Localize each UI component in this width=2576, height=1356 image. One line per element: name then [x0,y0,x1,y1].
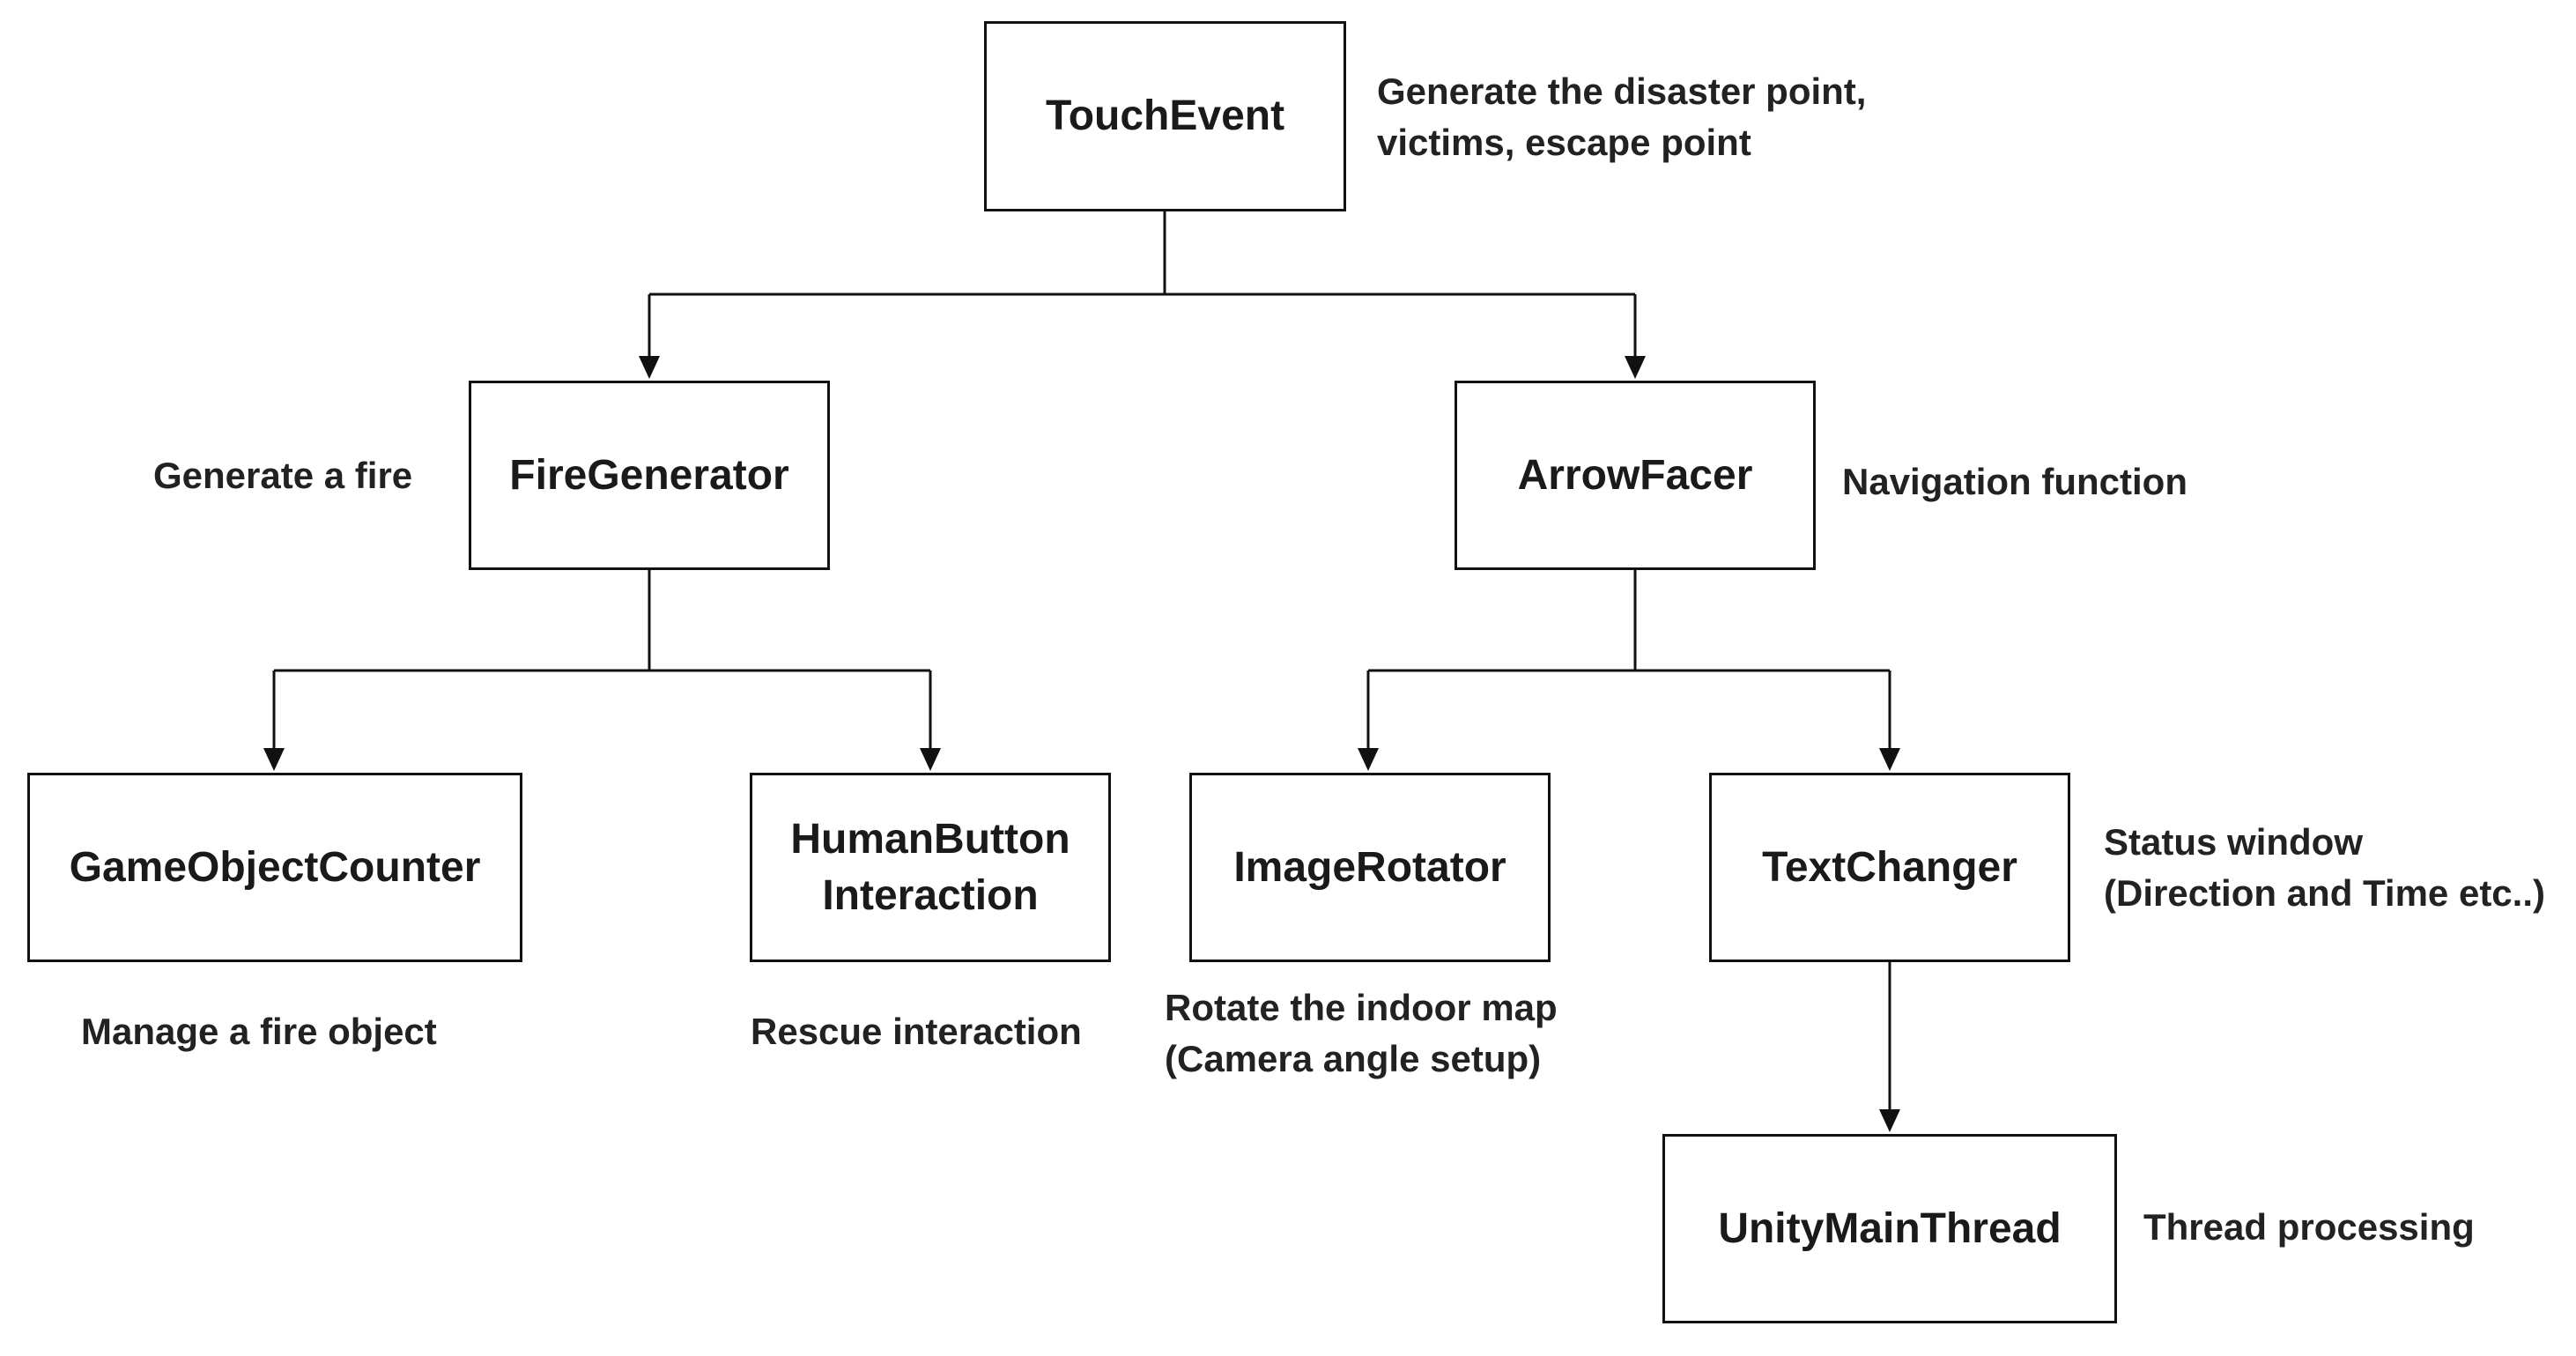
edge-touchevent-to-children [648,211,1637,357]
edge-arrowfacer-to-children [1366,570,1891,749]
node-label: HumanButton Interaction [790,811,1070,924]
note-arrow-facer: Navigation function [1842,456,2187,508]
note-image-rotator: Rotate the indoor map (Camera angle setu… [1165,982,1558,1085]
node-fire-generator: FireGenerator [469,381,830,570]
edge-firegenerator-to-children [272,570,932,749]
note-unity-main-thread: Thread processing [2143,1202,2475,1253]
arrowhead-textchanger [1879,748,1900,771]
arrowhead-imagerotator [1358,748,1379,771]
node-label: ImageRotator [1233,843,1506,891]
node-label: TouchEvent [1045,93,1285,139]
note-line: (Direction and Time etc..) [2104,872,2545,914]
node-label: ArrowFacer [1517,451,1753,499]
node-game-object-counter: GameObjectCounter [27,773,522,962]
note-game-object-counter: Manage a fire object [81,1006,437,1057]
arrowhead-unitymainthread [1879,1109,1900,1132]
note-line: Generate a fire [153,455,413,496]
node-human-button-interaction: HumanButton Interaction [750,773,1111,962]
note-line: (Camera angle setup) [1165,1038,1542,1079]
node-label: GameObjectCounter [69,843,481,891]
arrowhead-gameobjectcounter [263,748,285,771]
note-touch-event: Generate the disaster point, victims, es… [1377,66,1866,168]
node-touch-event: TouchEvent [984,21,1346,211]
node-text-changer: TextChanger [1709,773,2070,962]
node-label-line: Interaction [822,871,1039,919]
note-text-changer: Status window (Direction and Time etc..) [2104,817,2545,919]
note-line: Status window [2104,821,2363,863]
node-label: UnityMainThread [1718,1204,2062,1252]
note-line: Manage a fire object [81,1011,437,1052]
note-fire-generator: Generate a fire [153,450,412,501]
arrowhead-arrowfacer [1625,356,1646,379]
arrowhead-firegenerator [639,356,660,379]
node-label-line: HumanButton [790,815,1070,863]
node-label: FireGenerator [509,451,789,499]
node-unity-main-thread: UnityMainThread [1662,1134,2117,1323]
note-line: Rescue interaction [751,1011,1082,1052]
arrowhead-humanbuttoninteraction [920,748,941,771]
note-line: Rotate the indoor map [1165,987,1558,1028]
node-image-rotator: ImageRotator [1189,773,1551,962]
note-human-button-interaction: Rescue interaction [751,1006,1082,1057]
node-arrow-facer: ArrowFacer [1455,381,1816,570]
note-line: victims, escape point [1377,122,1751,163]
node-label: TextChanger [1762,843,2017,891]
note-line: Navigation function [1842,461,2187,502]
note-line: Generate the disaster point, [1377,70,1867,112]
note-line: Thread processing [2143,1206,2475,1248]
